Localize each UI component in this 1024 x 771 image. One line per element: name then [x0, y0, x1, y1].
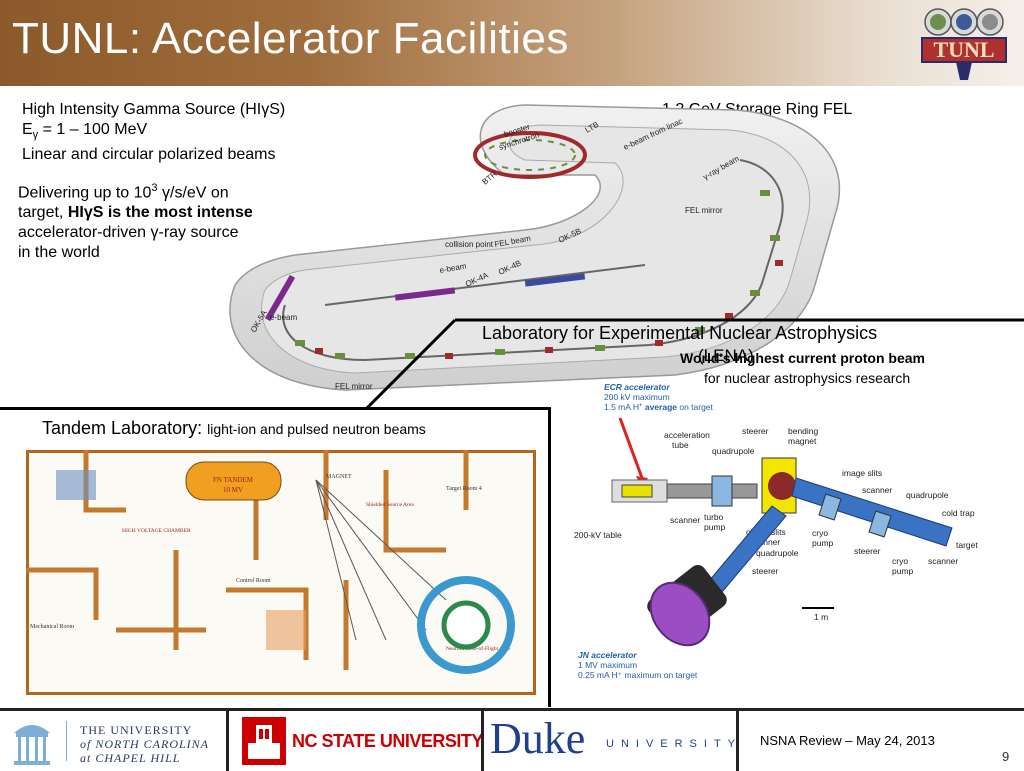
- unc-divider: [66, 721, 67, 761]
- lbl-scanner-right: scanner: [928, 556, 958, 566]
- tunl-logo: TUNL: [921, 8, 1007, 80]
- lbl-turbo: turbo: [704, 512, 724, 522]
- lbl-cryo-pump: pump: [812, 538, 834, 548]
- delivering-l1b: γ/s/eV on: [157, 184, 229, 202]
- higs-text-block: High Intensity Gamma Source (HIγS) Eγ = …: [22, 100, 285, 165]
- lbl-scanner-mid: scanner: [750, 537, 780, 547]
- tandem-subtitle: light-ion and pulsed neutron beams: [207, 421, 426, 437]
- higs-line-1: High Intensity Gamma Source (HIγS): [22, 101, 286, 118]
- slide-title: TUNL: Accelerator Facilities: [12, 14, 569, 63]
- lbl-magnet: magnet: [788, 436, 817, 446]
- duke-university-text: UNIVERSITY: [606, 738, 743, 750]
- lbl-cold-trap: cold trap: [942, 508, 975, 518]
- plan-shielded: Shielded Source Area: [366, 502, 414, 508]
- unc-well-icon: [14, 725, 50, 765]
- delivering-l2a: target,: [18, 204, 68, 222]
- ecr-line-2: 1.5 mA H+ average on target: [604, 402, 714, 412]
- tandem-floor-plan: FN TANDEM 10 MV Target Room 4 Control Ro…: [26, 450, 536, 695]
- unc-line-2: of NORTH CAROLINA: [80, 737, 210, 751]
- lbl-pump: pump: [704, 522, 726, 532]
- tandem-title-row: Tandem Laboratory: light-ion and pulsed …: [42, 418, 426, 439]
- lbl-steerer-low: steerer: [752, 566, 779, 576]
- lbl-image-slits: image slits: [842, 468, 882, 478]
- lbl-pump-2: pump: [892, 566, 914, 576]
- delivering-line-1: Delivering up to 103 γ/s/eV on: [18, 178, 253, 203]
- plan-high-voltage: HIGH VOLTAGE CHAMBER: [122, 528, 191, 534]
- plan-magnet: MAGNET: [326, 474, 352, 480]
- unc-line-1: THE UNIVERSITY: [80, 723, 193, 737]
- lena-sub-line: for nuclear astrophysics research: [704, 370, 911, 386]
- lbl-table: 200-kV table: [574, 530, 622, 540]
- lena-diagram: ECR accelerator 200 kV maximum 1.5 mA H+…: [574, 382, 978, 680]
- higs-energy-symbol: E: [22, 121, 33, 138]
- tandem-box: [0, 407, 551, 707]
- svg-text:TUNL: TUNL: [933, 37, 994, 62]
- lbl-quadrupole-low: quadrupole: [756, 548, 799, 558]
- plan-fn-tandem: FN TANDEM: [213, 476, 254, 484]
- jn-title: JN accelerator: [578, 650, 637, 660]
- footer-separator-3: [736, 711, 739, 771]
- lbl-steerer-mid: steerer: [854, 546, 881, 556]
- higs-energy-sub: γ: [32, 129, 39, 142]
- page-number: 9: [1002, 749, 1010, 764]
- title-bar: [0, 0, 1024, 86]
- lbl-target: target: [956, 540, 978, 550]
- lbl-steerer-top: steerer: [742, 426, 769, 436]
- lbl-scanner-left: scanner: [670, 515, 700, 525]
- ecr-line-1: 200 kV maximum: [604, 392, 670, 402]
- ncsu-belltower-icon: [242, 717, 286, 765]
- higs-line-2: Eγ = 1 – 100 MeV: [22, 120, 285, 145]
- footer-separator-1: [226, 711, 229, 771]
- lena-title-abbr: (LENA): [698, 346, 754, 365]
- tandem-title: Tandem Laboratory:: [42, 418, 203, 438]
- lbl-scale: 1 m: [814, 612, 828, 622]
- delivering-line-2: target, HIγS is the most intense: [18, 203, 253, 223]
- footer: THE UNIVERSITY of NORTH CAROLINA at CHAP…: [0, 708, 1024, 771]
- jn-line-1: 1 MV maximum: [578, 660, 637, 670]
- delivering-text-block: Delivering up to 103 γ/s/eV on target, H…: [18, 178, 253, 263]
- lena-bold-line: World's highest current proton beam: [680, 350, 925, 366]
- higs-line-3: Linear and circular polarized beams: [22, 146, 276, 164]
- unc-line-3: at CHAPEL HILL: [80, 751, 181, 765]
- lbl-quadrupole-right: quadrupole: [906, 490, 949, 500]
- label-fel-mirror-bottom: FEL mirror: [335, 382, 373, 391]
- delivering-bold: HIγS is the most intense: [67, 204, 253, 222]
- unc-wordmark: THE UNIVERSITY of NORTH CAROLINA at CHAP…: [80, 723, 209, 765]
- lbl-scanner-top: scanner: [862, 485, 892, 495]
- plan-control-room: Control Room: [236, 578, 271, 584]
- delivering-line-3: accelerator-driven γ-ray source: [18, 224, 239, 242]
- lena-title: Laboratory for Experimental Nuclear Astr…: [482, 323, 878, 343]
- ecr-title: ECR accelerator: [604, 382, 670, 392]
- plan-mechanical: Mechanical Room: [30, 624, 74, 630]
- storage-ring-diagram: booster synchrotron LTB e-beam from lina…: [229, 104, 841, 391]
- lbl-cryo: cryo: [812, 528, 828, 538]
- lbl-accel-tube: acceleration: [664, 430, 710, 440]
- lbl-cryo-2: cryo: [892, 556, 908, 566]
- duke-wordmark: Duke: [490, 714, 586, 763]
- footer-note: NSNA Review – May 24, 2013: [760, 733, 935, 748]
- plan-neutron: Neutron Time-of-Flight Area: [446, 645, 510, 652]
- plan-fn-mv: 10 MV: [223, 486, 243, 494]
- lbl-accel-tube-2: tube: [672, 440, 689, 450]
- plan-target-room: Target Room 4: [446, 486, 482, 492]
- delivering-l1a: Delivering up to 10: [18, 184, 152, 202]
- footer-separator-2: [481, 711, 484, 771]
- delivering-sup: 3: [151, 182, 158, 194]
- ncsu-wordmark: NC STATE UNIVERSITY: [292, 731, 483, 751]
- lbl-quadrupole-top: quadrupole: [712, 446, 755, 456]
- label-ebeam-2: e-beam: [270, 313, 297, 322]
- jn-line-2: 0.25 mA H⁺ maximum on target: [578, 670, 698, 680]
- delivering-line-4: in the world: [18, 244, 100, 262]
- label-collision-point: collision point: [445, 240, 494, 249]
- higs-energy-range: = 1 – 100 MeV: [38, 121, 148, 138]
- lbl-bending: bending: [788, 426, 819, 436]
- label-fel-mirror-top: FEL mirror: [685, 206, 723, 215]
